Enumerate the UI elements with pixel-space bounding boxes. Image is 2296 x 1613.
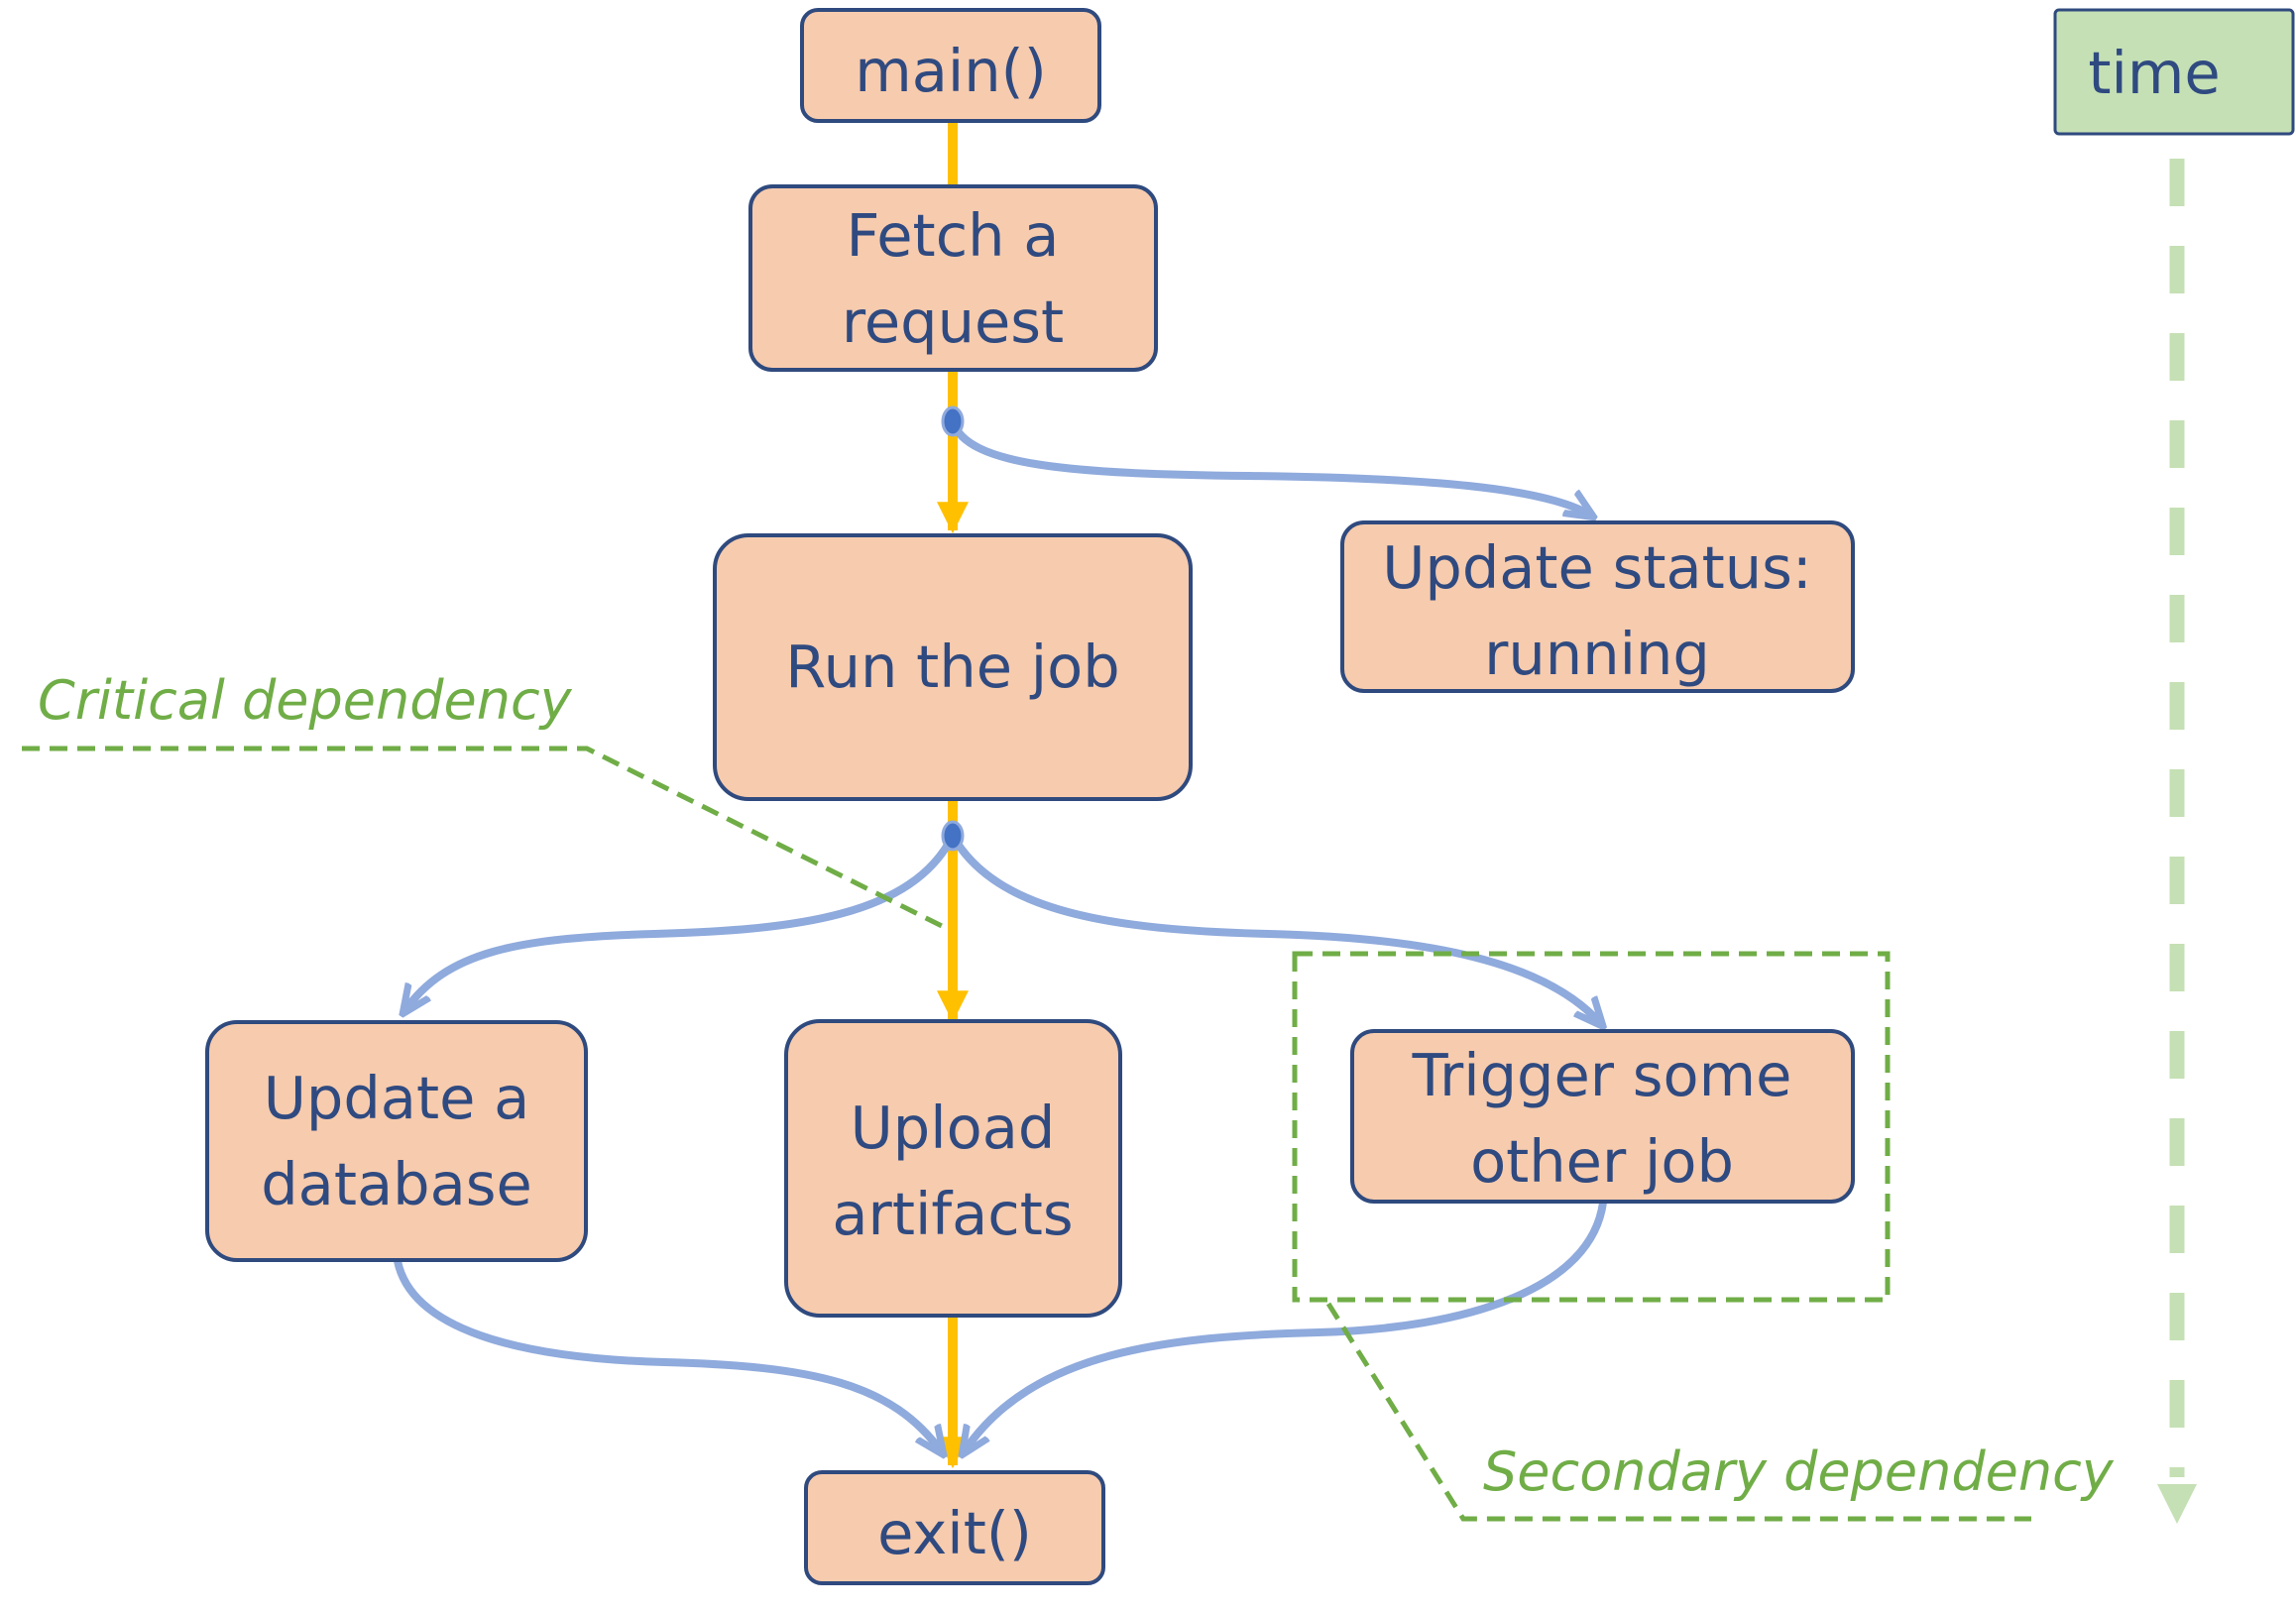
critical-dependency-label: Critical dependency [38,669,573,732]
secondary-callout-line [1325,1302,2031,1522]
node-main-label: main() [855,37,1046,105]
node-exit-label: exit() [877,1499,1032,1567]
node-fetch-line-1: Fetch a [847,201,1060,270]
node-database-line-1: Update a [264,1064,530,1132]
time-label: time [2088,39,2220,107]
node-fetch-request: Fetch a request [748,184,1158,372]
fork-dot-run [941,820,965,852]
critical-callout-line [22,746,952,933]
node-main: main() [800,8,1101,123]
node-run-label: Run the job [785,633,1119,701]
node-run-job: Run the job [713,533,1193,801]
node-upload-line-2: artifacts [832,1180,1073,1248]
secondary-paths [394,405,1607,1452]
secondary-edge-trigger-exit [964,1199,1607,1452]
node-trigger-job: Trigger some other job [1350,1029,1855,1204]
node-status-line-1: Update status: [1382,533,1812,602]
node-trigger-line-1: Trigger some [1412,1041,1792,1109]
secondary-edge-database-exit [394,1257,942,1452]
annotations: Critical dependency Secondary dependency [22,669,2115,1522]
secondary-edge-run-database [404,832,957,1011]
secondary-highlight-box [1292,951,1891,1303]
node-status-line-2: running [1484,620,1710,688]
time-box [2053,8,2295,136]
node-fetch-line-2: request [842,288,1064,356]
secondary-dependency-label: Secondary dependency [1483,1440,2115,1503]
secondary-edge-fetch-status [949,417,1591,516]
fork-dot-fetch [941,405,965,437]
node-update-status: Update status: running [1340,520,1855,693]
node-upload-line-1: Upload [851,1094,1056,1162]
node-trigger-line-2: other job [1470,1127,1734,1196]
node-update-database: Update a database [205,1020,588,1262]
secondary-edge-run-trigger [949,832,1601,1024]
node-exit: exit() [804,1470,1105,1585]
time-axis: time [2053,8,2295,1524]
node-database-line-2: database [261,1150,532,1218]
node-upload-artifacts: Upload artifacts [784,1019,1122,1318]
time-arrow-head [2157,1484,2197,1524]
